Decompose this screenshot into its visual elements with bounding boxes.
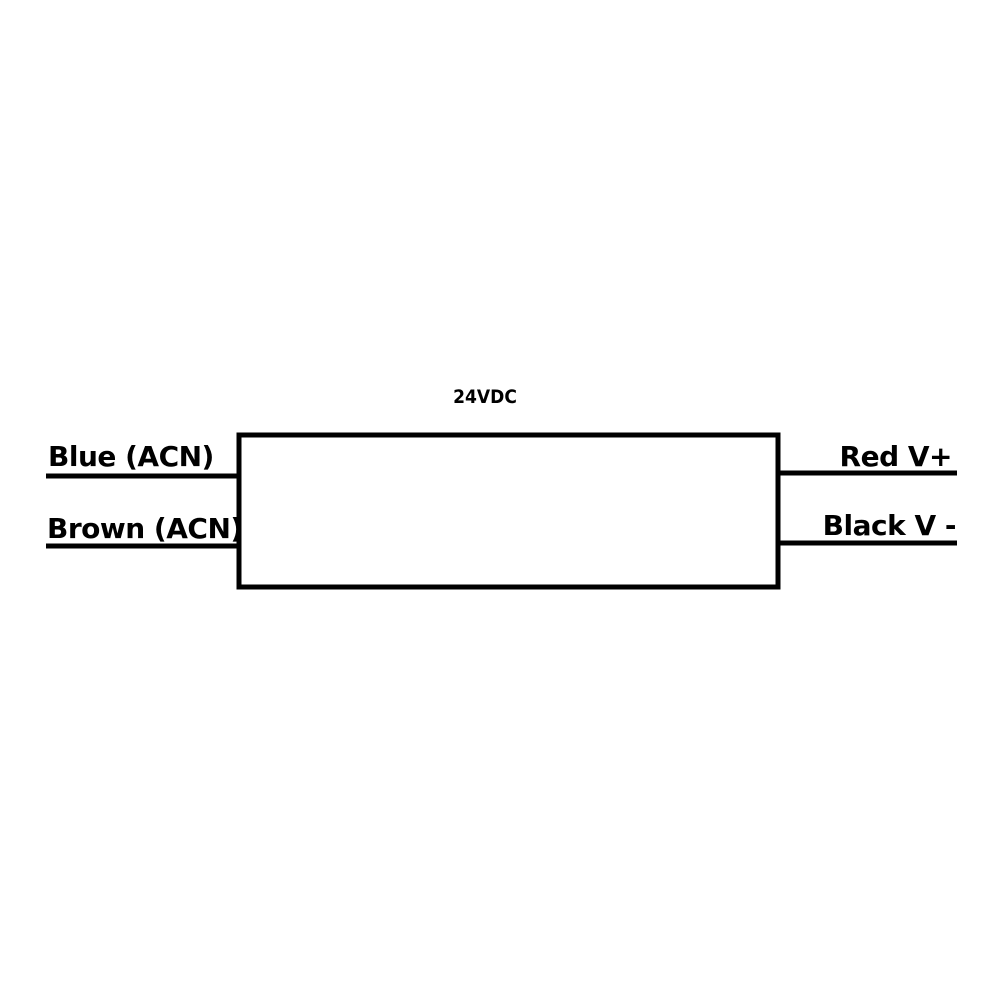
input-label-brown: Brown (ACN) [47,512,243,545]
power-supply-box [236,432,781,590]
output-label-red: Red V+ [839,440,953,473]
input-label-blue: Blue (ACN) [48,440,214,473]
device-voltage-label: 24VDC [453,386,517,408]
output-label-black: Black V - [822,509,957,542]
